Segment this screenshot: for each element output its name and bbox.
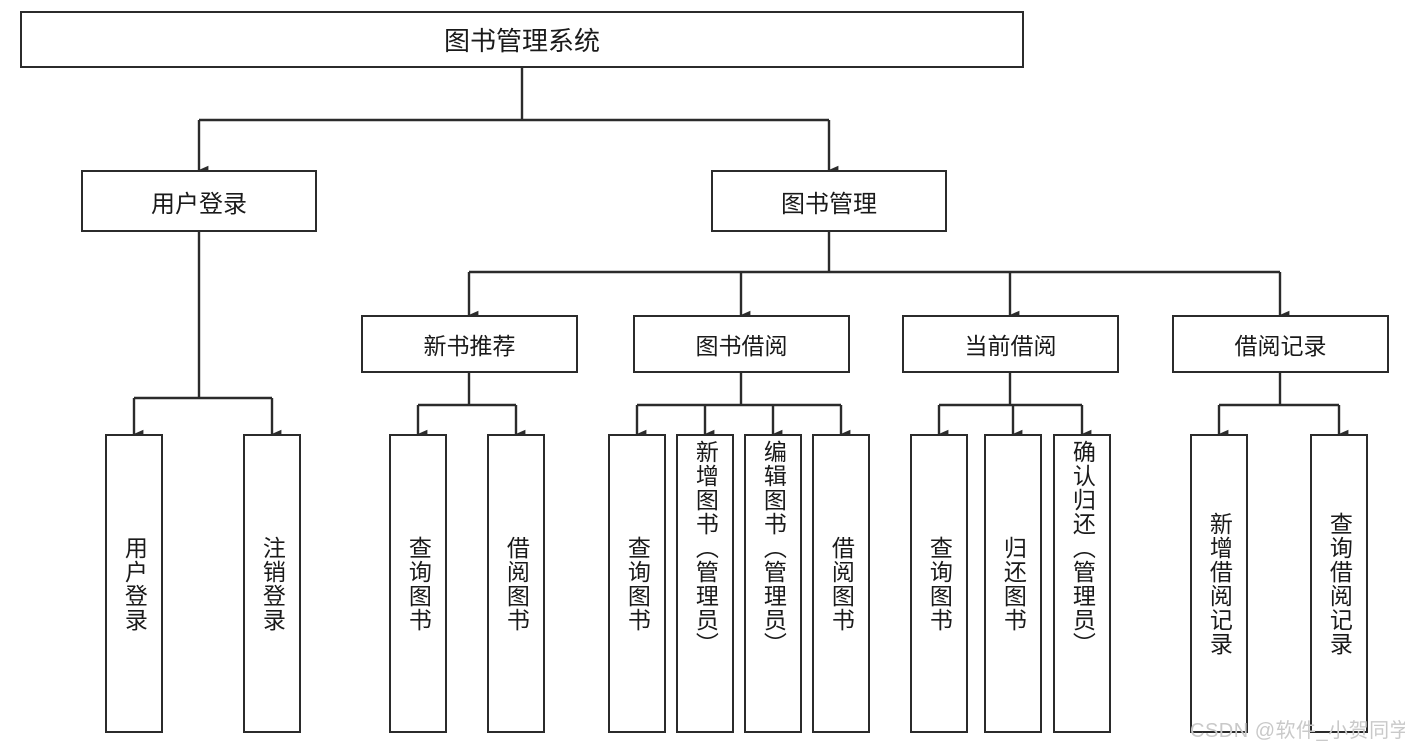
- leaf-label: 用户登录: [121, 535, 148, 632]
- leaf-leaf-borrow-edit[interactable]: 编辑图书（管理员）: [744, 434, 802, 733]
- leaf-label: 查询图书: [624, 535, 651, 632]
- node-label: 图书借阅: [695, 333, 788, 359]
- node-book-manage[interactable]: 图书管理: [711, 170, 947, 232]
- leaf-label: 借阅图书: [828, 535, 855, 632]
- leaf-leaf-rec-query[interactable]: 查询图书: [389, 434, 447, 733]
- node-label: 新书推荐: [423, 333, 516, 359]
- leaf-leaf-rec-query2[interactable]: 查询借阅记录: [1310, 434, 1368, 733]
- node-label: 用户登录: [151, 190, 247, 218]
- node-book-borrow[interactable]: 图书借阅: [633, 315, 850, 373]
- node-user-login[interactable]: 用户登录: [81, 170, 317, 232]
- leaf-label: 查询借阅记录: [1326, 511, 1353, 656]
- node-label: 图书管理系统: [443, 26, 600, 56]
- leaf-leaf-rec-add[interactable]: 新增借阅记录: [1190, 434, 1248, 733]
- leaf-leaf-user-logout[interactable]: 注销登录: [243, 434, 301, 733]
- node-current-borrow[interactable]: 当前借阅: [902, 315, 1119, 373]
- node-root[interactable]: 图书管理系统: [20, 11, 1024, 68]
- csdn-watermark: CSDN @软件_小贺同学: [1190, 720, 1405, 742]
- leaf-label: 查询图书: [405, 535, 432, 632]
- leaf-label: 注销登录: [259, 535, 286, 632]
- leaf-label: 借阅图书: [503, 535, 530, 632]
- node-new-book-rec[interactable]: 新书推荐: [361, 315, 578, 373]
- leaf-leaf-cur-confirm[interactable]: 确认归还（管理员）: [1053, 434, 1111, 733]
- leaf-leaf-borrow-query[interactable]: 查询图书: [608, 434, 666, 733]
- leaf-leaf-cur-query[interactable]: 查询图书: [910, 434, 968, 733]
- leaf-leaf-borrow-do[interactable]: 借阅图书: [812, 434, 870, 733]
- leaf-label: 新增借阅记录: [1206, 511, 1233, 656]
- node-label: 图书管理: [781, 190, 877, 218]
- node-borrow-record[interactable]: 借阅记录: [1172, 315, 1389, 373]
- leaf-label: 查询图书: [926, 535, 953, 632]
- leaf-label: 确认归还（管理员）: [1069, 440, 1096, 656]
- node-label: 当前借阅: [964, 333, 1057, 359]
- node-label: 借阅记录: [1234, 333, 1327, 359]
- leaf-label: 新增图书（管理员）: [692, 440, 719, 656]
- leaf-leaf-rec-borrow[interactable]: 借阅图书: [487, 434, 545, 733]
- leaf-leaf-borrow-add[interactable]: 新增图书（管理员）: [676, 434, 734, 733]
- leaf-leaf-user-login[interactable]: 用户登录: [105, 434, 163, 733]
- leaf-label: 归还图书: [1000, 535, 1027, 632]
- leaf-leaf-cur-return[interactable]: 归还图书: [984, 434, 1042, 733]
- leaf-label: 编辑图书（管理员）: [760, 440, 787, 656]
- connector-lines: [132, 68, 1349, 439]
